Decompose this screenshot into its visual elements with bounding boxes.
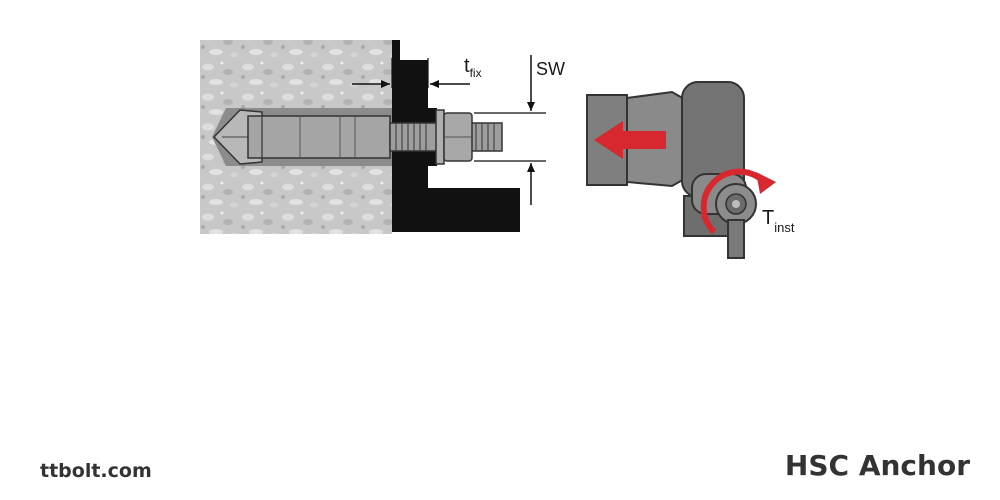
sw-label: SW — [536, 59, 565, 79]
torque-label: Tinst — [762, 207, 795, 235]
site-name: ttbolt.com — [40, 460, 152, 482]
fixture-top — [392, 40, 400, 62]
product-name: HSC Anchor — [784, 449, 970, 482]
insertion-arrow-icon — [594, 121, 666, 159]
setting-tool — [586, 81, 747, 237]
torque-wrench — [715, 183, 757, 259]
bolt-threads — [395, 123, 495, 151]
torque-rotation-arrow-icon — [700, 168, 767, 235]
anchor-sleeve — [247, 115, 391, 159]
tfix-label: tfix — [464, 55, 482, 80]
fixture-plate — [392, 60, 520, 232]
washer — [435, 109, 445, 165]
